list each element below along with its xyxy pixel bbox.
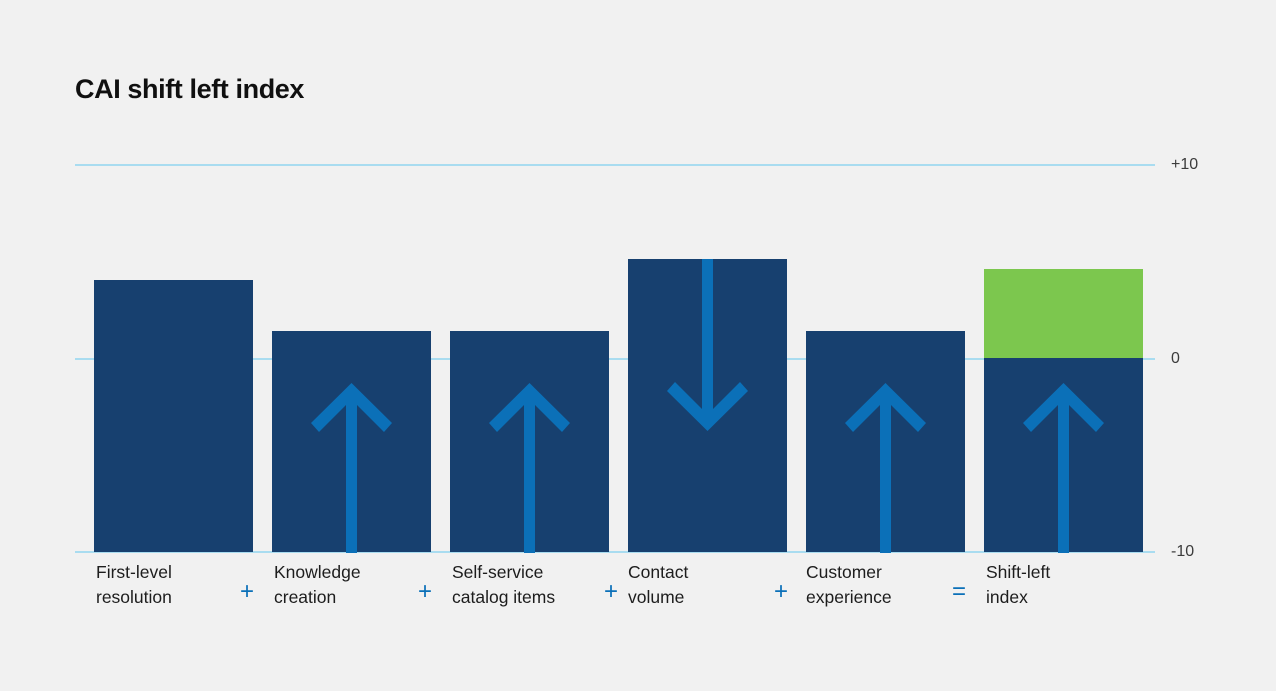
category-label-line2: creation	[274, 587, 337, 607]
bar-negative-segment	[806, 358, 965, 552]
axis-tick-label-top: +10	[1171, 156, 1199, 173]
bar-positive-segment-result	[984, 269, 1143, 358]
bar-positive-segment	[94, 280, 253, 358]
gridline-top	[75, 164, 1155, 166]
bar-negative-segment	[94, 358, 253, 552]
bar-positive-segment	[628, 259, 787, 358]
bar-negative-segment	[628, 358, 787, 552]
category-label-shift-left-index: Shift-left index	[986, 560, 1145, 610]
bar-group-knowledge-creation[interactable]	[272, 164, 431, 553]
bar-group-shift-left-index[interactable]	[984, 164, 1143, 553]
bar-negative-segment	[450, 358, 609, 552]
category-label-first-level-resolution: First-level resolution	[96, 560, 255, 610]
bar-negative-segment	[272, 358, 431, 552]
operator-plus-2: +	[417, 578, 432, 605]
category-label-line2: volume	[628, 587, 685, 607]
gridline-bottom	[75, 551, 1155, 553]
gridline-zero	[75, 358, 1155, 360]
category-label-line1: Self-service	[452, 562, 544, 582]
bar-positive-segment	[450, 331, 609, 358]
category-label-contact-volume: Contact volume	[628, 560, 787, 610]
bar-positive-segment	[272, 331, 431, 358]
category-label-line2: catalog items	[452, 587, 556, 607]
category-label-line2: resolution	[96, 587, 172, 607]
plot-area: +10 0 -10	[75, 156, 1198, 560]
category-label-line1: Customer	[806, 562, 882, 582]
bar-positive-segment	[806, 331, 965, 358]
axis-tick-label-bottom: -10	[1171, 543, 1195, 560]
category-label-line1: Contact	[628, 562, 689, 582]
category-label-knowledge-creation: Knowledge creation	[274, 560, 433, 610]
bar-negative-segment	[984, 358, 1143, 552]
category-label-line1: Shift-left	[986, 562, 1051, 582]
category-label-customer-experience: Customer experience	[806, 560, 965, 610]
category-label-line1: First-level	[96, 562, 172, 582]
bar-group-contact-volume[interactable]	[628, 164, 787, 553]
page-title: CAI shift left index	[75, 74, 305, 104]
operator-plus-3: +	[603, 578, 618, 605]
category-label-line2: index	[986, 587, 1028, 607]
operator-plus-1: +	[239, 578, 254, 605]
category-label-line1: Knowledge	[274, 562, 361, 582]
bar-group-first-level-resolution[interactable]	[94, 164, 253, 553]
category-label-line2: experience	[806, 587, 892, 607]
operator-equals: =	[951, 578, 966, 605]
bar-group-customer-experience[interactable]	[806, 164, 965, 553]
bar-group-self-service-catalog-items[interactable]	[450, 164, 609, 553]
operator-plus-4: +	[773, 578, 788, 605]
category-label-self-service-catalog-items: Self-service catalog items	[452, 560, 611, 610]
axis-tick-label-zero: 0	[1171, 350, 1180, 367]
category-label-row: First-level resolution + Knowledge creat…	[75, 560, 1155, 620]
